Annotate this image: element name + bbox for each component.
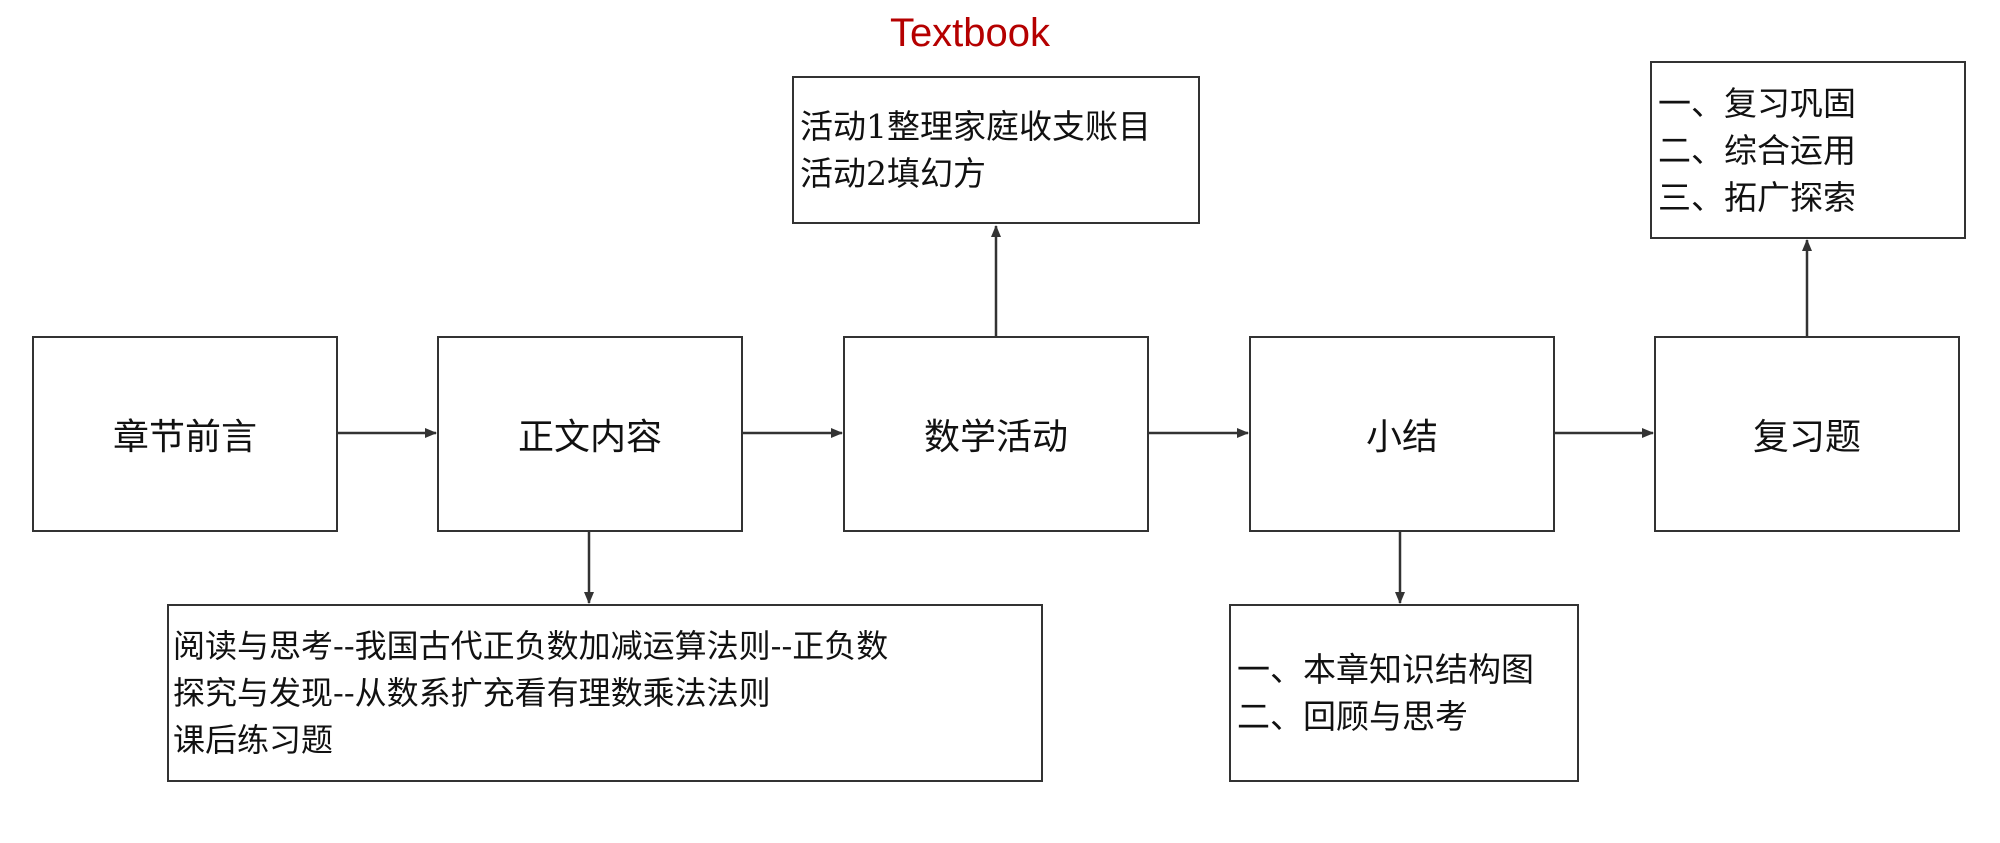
node-preface-label: 章节前言 <box>112 417 257 458</box>
node-preface: 章节前言 <box>32 336 338 532</box>
node-summary: 小结 <box>1249 336 1555 532</box>
detail-line: 活动1整理家庭收支账目 <box>800 107 1151 146</box>
node-main-content: 正文内容 <box>437 336 743 532</box>
detail-line: 二、综合运用 <box>1658 130 1856 170</box>
node-review: 复习题 <box>1654 336 1960 532</box>
detail-line: 课后练习题 <box>173 720 334 759</box>
content-detail-box: 阅读与思考--我国古代正负数加减运算法则--正负数 探究与发现--从数系扩充看有… <box>167 604 1043 782</box>
detail-line: 二、回顾与思考 <box>1237 697 1468 736</box>
node-review-label: 复习题 <box>1752 417 1861 458</box>
detail-line: 阅读与思考--我国古代正负数加减运算法则--正负数 <box>173 626 889 665</box>
activities-detail-box: 活动1整理家庭收支账目 活动2填幻方 <box>792 76 1200 224</box>
detail-line: 活动2填幻方 <box>800 154 986 193</box>
node-summary-label: 小结 <box>1365 417 1438 458</box>
detail-line: 一、复习巩固 <box>1658 83 1856 123</box>
summary-detail-box: 一、本章知识结构图 二、回顾与思考 <box>1229 604 1579 782</box>
detail-line: 探究与发现--从数系扩充看有理数乘法法则 <box>173 673 771 712</box>
node-math-activity: 数学活动 <box>843 336 1149 532</box>
detail-line: 一、本章知识结构图 <box>1237 650 1534 689</box>
diagram-title: Textbook <box>889 11 1051 55</box>
review-detail-box: 一、复习巩固 二、综合运用 三、拓广探索 <box>1650 61 1966 239</box>
detail-line: 三、拓广探索 <box>1658 177 1856 217</box>
node-main-content-label: 正文内容 <box>517 417 662 458</box>
node-math-activity-label: 数学活动 <box>923 417 1068 458</box>
